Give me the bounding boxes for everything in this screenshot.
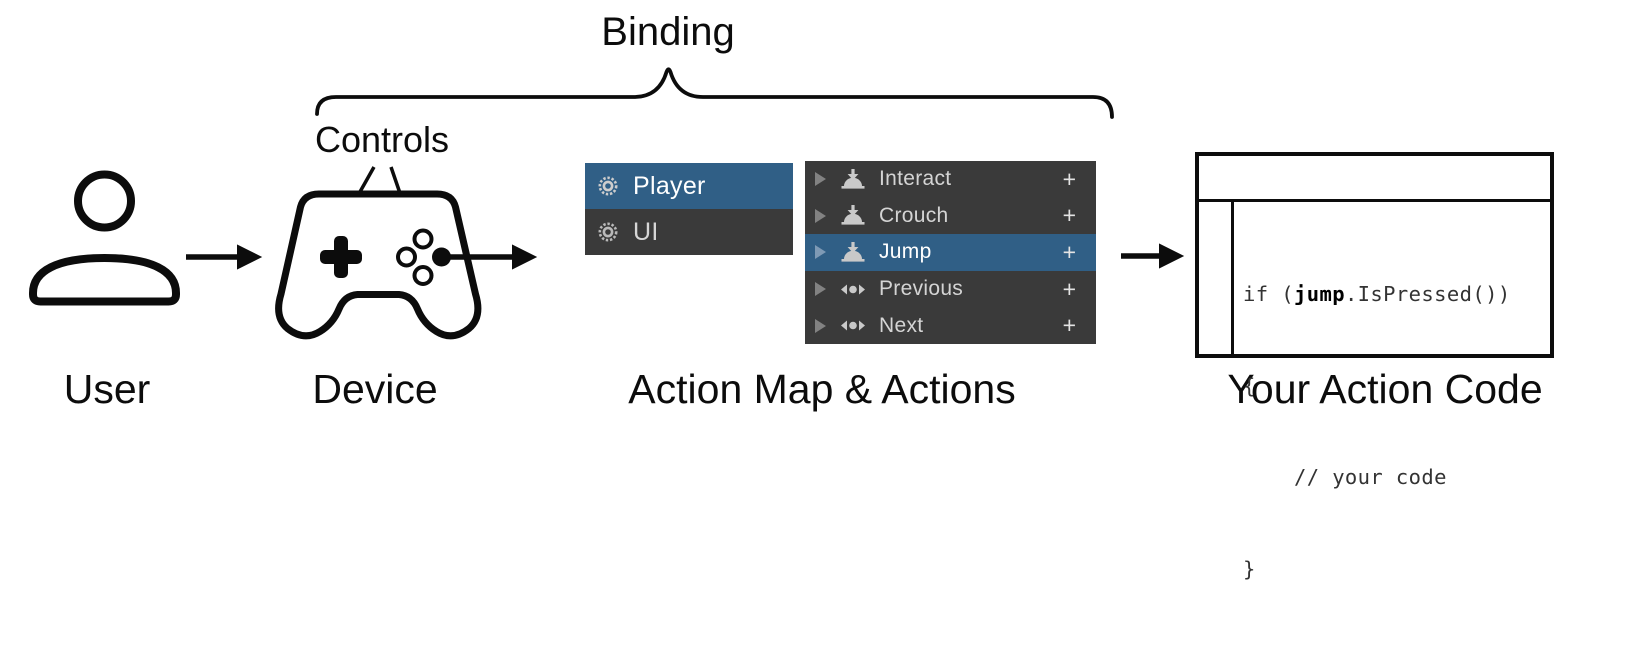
- controls-label: Controls: [314, 119, 450, 160]
- add-binding-button[interactable]: +: [1062, 202, 1076, 229]
- axis-action-icon: [841, 320, 865, 331]
- dpad-icon: [320, 236, 362, 278]
- action-row-previous[interactable]: Previous +: [805, 270, 1096, 308]
- action-row-interact[interactable]: Interact +: [805, 161, 1096, 198]
- binding-label: Binding: [601, 10, 735, 54]
- action-label: Interact: [879, 167, 952, 191]
- expand-triangle-icon[interactable]: [815, 282, 826, 297]
- expand-triangle-icon[interactable]: [815, 318, 826, 333]
- action-label: Jump: [879, 240, 932, 264]
- expand-triangle-icon[interactable]: [815, 245, 826, 260]
- face-buttons-icon: [396, 228, 451, 286]
- action-map-icon: [598, 222, 618, 242]
- expand-triangle-icon[interactable]: [815, 172, 826, 187]
- action-map-row-label: Player: [633, 171, 706, 200]
- expand-triangle-icon[interactable]: [815, 208, 826, 223]
- action-map-row-ui[interactable]: UI: [585, 209, 793, 255]
- action-maps-panel: Player UI: [585, 163, 793, 255]
- code-text: .IsPressed()): [1344, 282, 1511, 306]
- code-window-titlebar: [1199, 156, 1550, 202]
- user-icon: [29, 170, 180, 306]
- action-row-next[interactable]: Next +: [805, 307, 1096, 344]
- code-text: if (: [1243, 282, 1294, 306]
- actions-panel: Interact + Crouch + Jump + Previous +: [805, 161, 1096, 344]
- action-map-icon: [598, 176, 618, 196]
- device-label: Device: [312, 366, 438, 412]
- button-action-icon: [841, 205, 865, 225]
- code-keyword: jump: [1293, 282, 1345, 306]
- code-gutter-line: [1231, 202, 1234, 354]
- action-label: Previous: [879, 277, 964, 301]
- add-binding-button[interactable]: +: [1062, 275, 1076, 302]
- button-action-icon: [841, 168, 865, 189]
- action-map-label: Action Map & Actions: [628, 366, 1016, 412]
- action-row-jump[interactable]: Jump +: [805, 234, 1096, 271]
- user-label: User: [63, 366, 151, 412]
- code-line-3: // your code: [1243, 465, 1447, 489]
- code-line-4: }: [1243, 556, 1256, 581]
- action-code-label: Your Action Code: [1227, 366, 1543, 412]
- button-action-icon: [841, 241, 865, 262]
- action-label: Next: [879, 313, 924, 337]
- gamepad-icon: [275, 190, 482, 340]
- add-binding-button[interactable]: +: [1062, 312, 1076, 339]
- binding-brace-icon: [315, 67, 1114, 119]
- action-label: Crouch: [879, 203, 949, 227]
- add-binding-button[interactable]: +: [1062, 165, 1076, 192]
- code-block: if (jump.IsPressed()) { // your code }: [1243, 218, 1511, 645]
- code-line-1: if (jump.IsPressed()): [1243, 279, 1511, 310]
- action-map-row-label: UI: [633, 217, 659, 246]
- action-code-window: if (jump.IsPressed()) { // your code }: [1195, 152, 1554, 581]
- axis-action-icon: [841, 284, 865, 295]
- action-map-row-player[interactable]: Player: [585, 163, 793, 209]
- add-binding-button[interactable]: +: [1062, 238, 1076, 265]
- action-row-crouch[interactable]: Crouch +: [805, 197, 1096, 235]
- diagram-line-art: [29, 67, 1185, 340]
- code-line-2: {: [1243, 373, 1256, 398]
